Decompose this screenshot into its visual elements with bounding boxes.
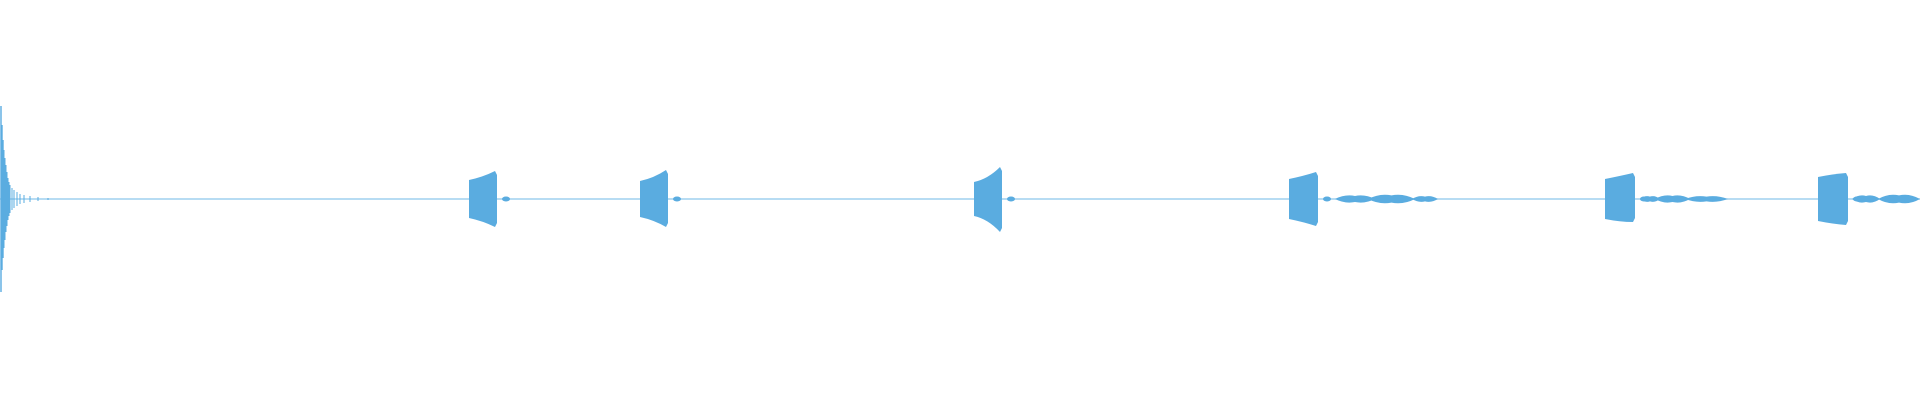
waveform-tail-noise xyxy=(1335,195,1375,203)
waveform-tail-noise xyxy=(1878,194,1920,204)
waveform-segment xyxy=(974,167,1015,232)
segment-body xyxy=(1289,172,1318,226)
waveform-tail-noise xyxy=(1412,196,1438,202)
waveform-tail-noise xyxy=(1685,196,1728,202)
segment-tail xyxy=(502,196,510,202)
waveform-segment xyxy=(1289,172,1331,226)
waveform-tail-noise xyxy=(1655,195,1690,203)
segment-body xyxy=(640,170,668,227)
waveform-tail-noise xyxy=(1368,194,1415,204)
waveform-impulse-burst xyxy=(0,106,49,292)
waveform-segment xyxy=(469,171,510,227)
waveform-tail-noise xyxy=(1852,195,1880,203)
segment-body xyxy=(1818,173,1848,225)
waveform-segment xyxy=(640,170,681,227)
segment-tail xyxy=(1323,196,1331,202)
segment-tail xyxy=(673,196,681,202)
segment-body xyxy=(1605,173,1635,222)
segment-tail xyxy=(1007,196,1015,202)
segment-body xyxy=(469,171,497,227)
waveform-tail-noise xyxy=(1640,196,1660,202)
segment-body xyxy=(974,167,1002,232)
waveform-segment xyxy=(1605,173,1648,222)
